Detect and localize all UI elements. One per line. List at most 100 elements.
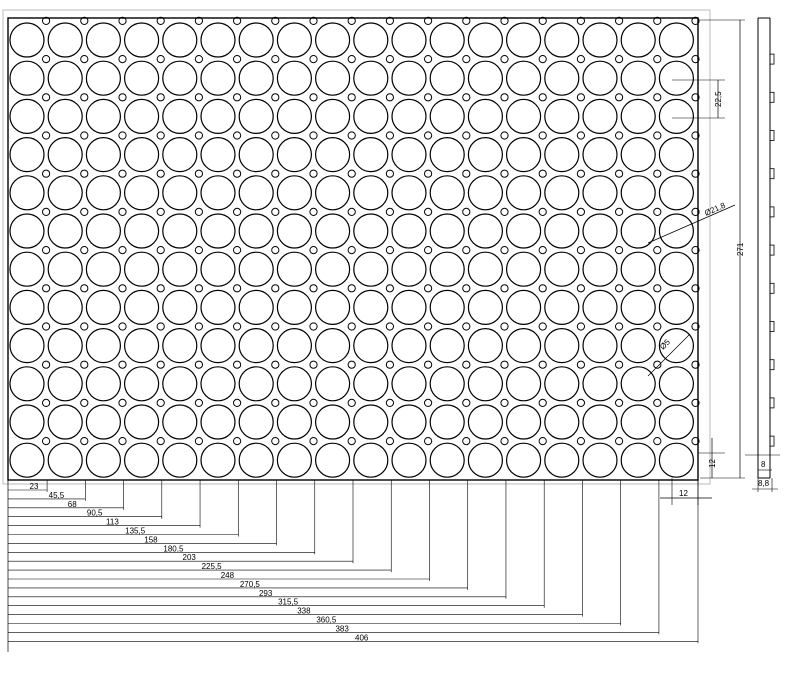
hole-circle [538,437,547,446]
cell-circle [429,213,465,249]
hole-circle [424,398,433,407]
cell-grid [9,16,700,478]
hole-circle [42,207,51,216]
cell-circle [658,366,695,402]
hole-circle [500,322,509,331]
cell-circle [620,328,656,364]
side-tooth [769,130,775,141]
thickness-label: 8 [761,460,766,469]
cell-circle [620,366,656,402]
hole-circle [653,360,662,369]
cell-circle [85,328,122,364]
hole-circle [691,16,700,25]
hole-circle [194,16,203,25]
hole-circle [156,93,165,102]
hole-circle [194,246,203,255]
hole-circle [118,169,127,178]
hole-circle [500,437,509,446]
cell-circle [505,366,542,402]
hole-circle [118,55,127,64]
hole-circle [500,207,509,216]
hole-circle [156,169,165,178]
hole-circle [576,16,586,25]
hole-circle [385,93,394,102]
cell-circle [85,60,122,96]
cell-circle [505,251,542,287]
hole-circle [691,169,700,178]
hole-circle [462,322,471,331]
cell-circle [200,328,236,364]
cell-circle [467,289,503,325]
cell-circle [124,60,160,96]
hole-circle [424,207,433,216]
hole-circle [80,398,89,407]
hole-circle [271,131,280,140]
cell-circle [162,366,198,402]
hole-circle [385,284,394,293]
cell-circle [238,98,274,135]
cell-circle [47,442,83,478]
cell-circle [47,98,83,135]
cell-circle [467,137,503,173]
hole-circle [156,284,165,293]
hole-circle [194,93,203,102]
cell-circle [582,175,618,211]
hole-circle [42,398,51,407]
cell-circle [315,289,351,325]
chain-dimension-label: 360,5 [316,616,337,625]
hole-circle [538,169,547,178]
hole-circle [156,246,165,255]
cell-circle [620,404,656,440]
side-tooth [769,397,775,409]
hole-circle [691,398,700,407]
cell-circle [467,251,503,287]
cell-circle [200,404,236,440]
hole-circle [691,360,700,369]
chain-dimension-label: 248 [221,571,235,580]
hole-circle [271,284,280,293]
cell-circle [124,251,160,287]
cell-circle [467,404,503,440]
chain-dimension-label: 383 [335,624,349,633]
hole-circle [615,246,624,255]
cell-circle [276,98,312,135]
hole-circle [347,322,356,331]
hole-circle [691,322,700,331]
cell-circle [162,22,198,58]
cell-circle [658,175,695,211]
hole-circle [271,93,280,102]
hole-circle [118,16,127,25]
cell-circle [315,251,351,287]
cell-circle [9,22,45,58]
hole-circle [233,398,242,407]
hole-circle [156,437,165,446]
cell-circle [391,175,427,211]
cell-circle [162,213,198,249]
hole-circle [691,93,700,102]
hole-circle [653,437,662,446]
chain-dimension-label: 225,5 [202,562,223,571]
cell-circle [9,442,45,478]
chain-dimension-label: 90,5 [87,509,103,518]
hole-circle [309,398,318,407]
cell-circle [620,137,656,173]
hole-circle [653,398,662,407]
cell-circle [620,98,656,135]
hole-circle [615,284,624,293]
cell-circle [620,60,656,96]
cell-circle [429,251,465,287]
cell-circle [85,98,122,135]
cell-circle [505,22,542,58]
hole-circle [80,131,89,140]
hole-circle [309,93,318,102]
cell-circle [582,404,618,440]
hole-circle [233,131,242,140]
pitch-label: 22,5 [714,91,723,107]
cell-circle [276,137,312,173]
cell-circle [353,60,389,96]
hole-circle [42,284,51,293]
hole-circle [271,207,280,216]
cell-circle [620,22,656,58]
hole-circle [233,55,242,64]
